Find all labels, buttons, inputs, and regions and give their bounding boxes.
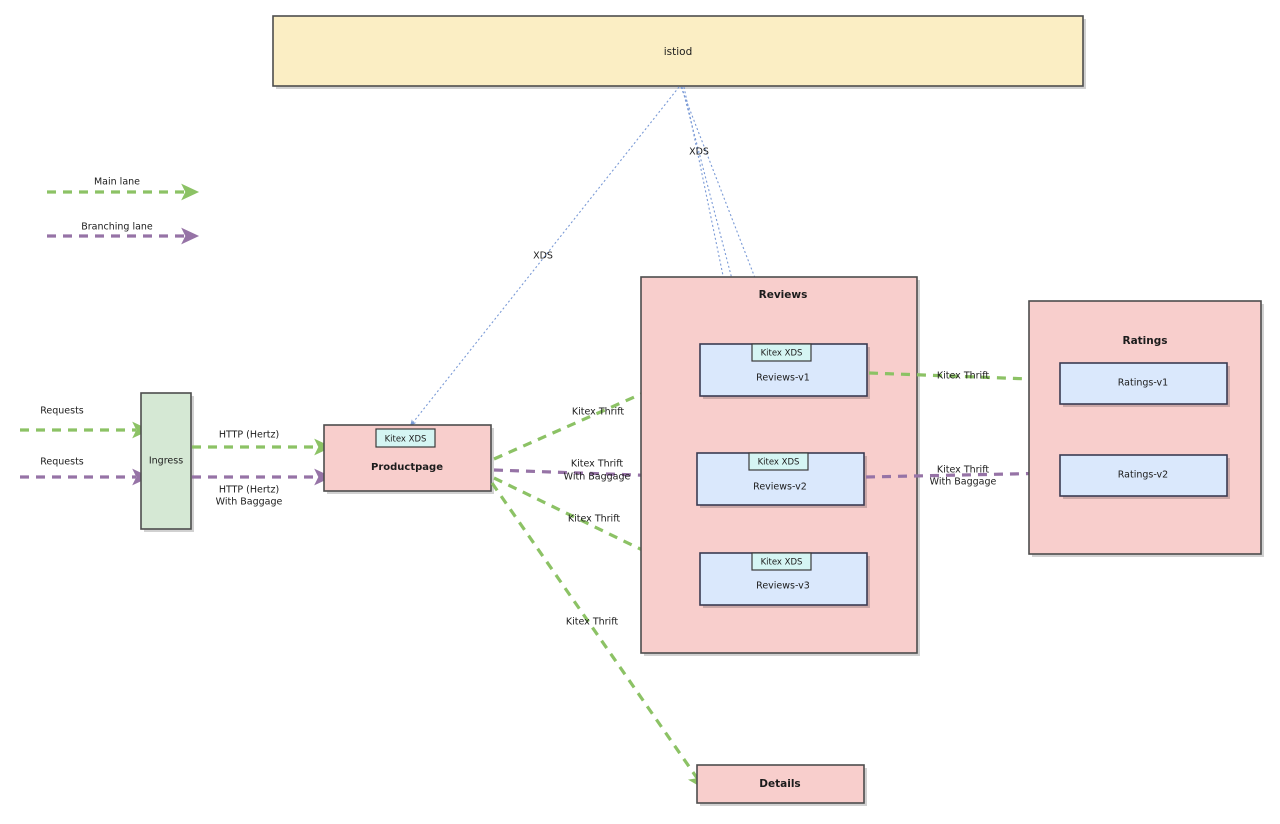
ingress-label: Ingress: [149, 456, 183, 467]
kitex-thrift-baggage-label-1: Kitex Thrift: [571, 459, 623, 470]
node-ratings-v1[interactable]: Ratings-v1: [1059, 362, 1230, 407]
reviews-v2-badge-label: Kitex XDS: [758, 458, 800, 468]
ratings-v1-label: Ratings-v1: [1118, 378, 1168, 389]
legend-main-lane-label: Main lane: [94, 177, 140, 188]
edge-requests-branching: Requests: [20, 457, 151, 486]
productpage-label: Productpage: [371, 462, 443, 473]
reviews-v2-label: Reviews-v2: [753, 482, 807, 493]
kitex-thrift-ratings-v2-label-2: With Baggage: [930, 477, 997, 488]
group-ratings[interactable]: Ratings: [1028, 300, 1264, 557]
xds-label-right: XDS: [689, 147, 709, 158]
requests-branching-label: Requests: [40, 457, 84, 468]
edge-http-hertz: HTTP (Hertz): [192, 430, 333, 456]
legend: Main lane Branching lane: [47, 177, 200, 245]
http-hertz-label: HTTP (Hertz): [219, 430, 279, 441]
node-ingress[interactable]: Ingress: [140, 392, 194, 532]
reviews-v3-xds-badge[interactable]: [751, 552, 812, 571]
node-reviews-v1[interactable]: Kitex XDS Reviews-v1: [699, 343, 870, 399]
kitex-thrift-ratings-v1-label: Kitex Thrift: [937, 371, 989, 382]
edge-kitex-thrift-reviews-v1: Kitex Thrift: [493, 361, 713, 461]
legend-branching-lane-label: Branching lane: [81, 222, 153, 233]
kitex-thrift-baggage-label-2: With Baggage: [564, 472, 631, 483]
node-details[interactable]: Details: [696, 764, 867, 806]
edge-kitex-thrift-ratings-v1: Kitex Thrift: [868, 371, 1072, 389]
edge-requests-main: Requests: [20, 406, 151, 439]
node-reviews-v2[interactable]: Kitex XDS Reviews-v2: [696, 452, 867, 508]
node-productpage[interactable]: Kitex XDS Productpage: [323, 424, 494, 494]
edge-kitex-thrift-reviews-v3: Kitex Thrift: [493, 476, 713, 585]
http-hertz-baggage-label-2: With Baggage: [216, 497, 283, 508]
kitex-thrift-details-line: [490, 482, 706, 790]
xds-label-left: XDS: [533, 251, 553, 262]
http-hertz-baggage-label-1: HTTP (Hertz): [219, 485, 279, 496]
edge-kitex-thrift-ratings-v2: Kitex Thrift With Baggage: [865, 465, 1072, 488]
ratings-group-label: Ratings: [1122, 335, 1167, 347]
productpage-xds-badge[interactable]: [375, 428, 436, 448]
ratings-v2-label: Ratings-v2: [1118, 470, 1168, 481]
reviews-v2-xds-badge[interactable]: [748, 452, 809, 471]
reviews-v1-label: Reviews-v1: [756, 373, 810, 384]
kitex-thrift-ratings-v2-label-1: Kitex Thrift: [937, 465, 989, 476]
edge-kitex-thrift-details: Kitex Thrift: [490, 482, 706, 790]
node-reviews-v3[interactable]: Kitex XDS Reviews-v3: [699, 552, 870, 608]
kitex-thrift-v1-line: [493, 361, 713, 461]
requests-main-label: Requests: [40, 406, 84, 417]
reviews-v3-badge-label: Kitex XDS: [761, 558, 803, 568]
kitex-thrift-details-label: Kitex Thrift: [566, 617, 618, 628]
xds-line-productpage: [409, 86, 680, 427]
node-ratings-v2[interactable]: Ratings-v2: [1059, 454, 1230, 499]
edge-http-hertz-baggage: HTTP (Hertz) With Baggage: [192, 468, 333, 508]
reviews-v1-xds-badge[interactable]: [751, 343, 812, 362]
reviews-v3-label: Reviews-v3: [756, 581, 810, 592]
istiod-label: istiod: [664, 46, 693, 58]
reviews-group-label: Reviews: [759, 289, 808, 301]
productpage-badge-label: Kitex XDS: [385, 435, 427, 445]
details-label: Details: [759, 778, 800, 790]
kitex-thrift-v3-label: Kitex Thrift: [568, 514, 620, 525]
kitex-thrift-v1-label: Kitex Thrift: [572, 407, 624, 418]
kitex-thrift-v3-line: [493, 476, 713, 585]
reviews-v1-badge-label: Kitex XDS: [761, 349, 803, 359]
node-istiod[interactable]: istiod: [272, 15, 1086, 89]
